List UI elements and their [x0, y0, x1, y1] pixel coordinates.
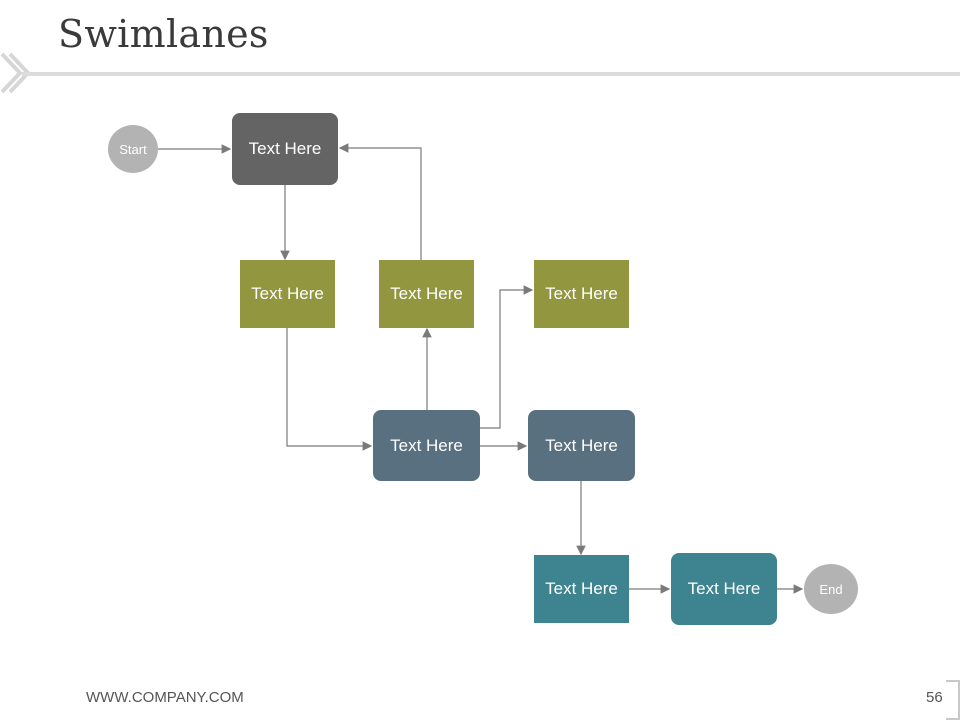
end-node: End [804, 564, 858, 614]
start-node: Start [108, 125, 158, 173]
process-node-8: Text Here [671, 553, 777, 625]
process-node-6: Text Here [528, 410, 635, 481]
page-corner-decoration [946, 680, 960, 720]
connector-n2-n5 [286, 328, 373, 451]
connector-n5-n4 [480, 285, 534, 429]
title-divider [22, 72, 960, 76]
process-node-4: Text Here [534, 260, 629, 328]
footer-url: WWW.COMPANY.COM [86, 689, 244, 706]
process-node-7: Text Here [534, 555, 629, 623]
process-node-5: Text Here [373, 410, 480, 481]
connector-n3-n1 [338, 143, 422, 260]
process-node-1: Text Here [232, 113, 338, 185]
page-title: Swimlanes [58, 12, 269, 56]
process-node-3: Text Here [379, 260, 474, 328]
page-number: 56 [926, 689, 943, 706]
process-node-2: Text Here [240, 260, 335, 328]
